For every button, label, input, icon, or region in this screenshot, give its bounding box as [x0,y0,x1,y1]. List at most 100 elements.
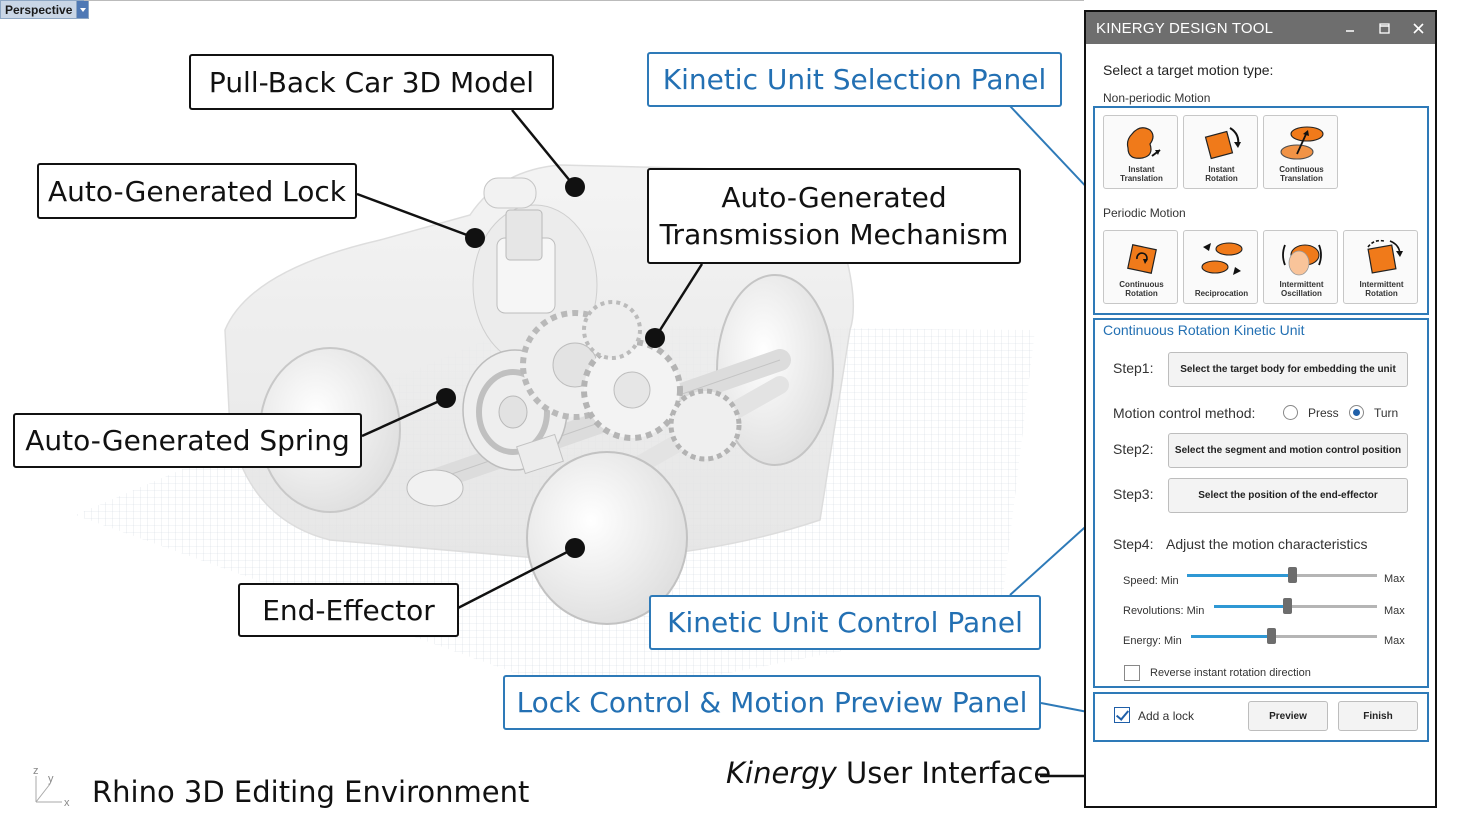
tile-reciprocation[interactable]: Reciprocation [1183,230,1258,304]
marker-lock [465,228,485,248]
intermittent-rotation-icon [1344,237,1419,281]
radio-press-label: Press [1308,406,1339,420]
callout-control-panel: Kinetic Unit Control Panel [649,595,1041,650]
revolutions-max-label: Max [1384,605,1405,617]
lock-knob [483,177,537,209]
tile-line2: Reciprocation [1194,289,1249,298]
axis-y-label: y [48,773,54,785]
axle-end-cap [406,469,464,507]
nonperiodic-label: Non-periodic Motion [1103,91,1211,105]
marker-transmission [645,328,665,348]
energy-slider-thumb[interactable] [1266,628,1276,644]
periodic-label: Periodic Motion [1103,206,1186,220]
window-titlebar[interactable]: KINERGY DESIGN TOOL [1086,12,1435,44]
tile-line1: Intermittent [1279,280,1324,289]
continuous-rotation-icon [1104,237,1179,281]
viewport-tab-label: Perspective [5,2,73,17]
callout-transmission-line1: Auto-Generated [721,181,947,214]
marker-spring [436,388,456,408]
tile-line1: Instant [1208,165,1235,174]
step4-label: Step4: [1113,536,1154,552]
kinergy-ui-caption-italic: Kinergy [726,756,837,790]
gear-top-small [582,300,642,360]
speed-min-label: Speed: Min [1123,575,1179,587]
tile-line1: Intermittent [1359,280,1404,289]
leader-spring [361,396,447,438]
rhino-environment-caption: Rhino 3D Editing Environment [92,775,530,809]
callout-selection-panel: Kinetic Unit Selection Panel [647,52,1062,107]
spring-core [498,395,528,429]
select-target-body-button[interactable]: Select the target body for embedding the… [1168,352,1408,387]
tile-line2: Rotation [1205,174,1238,183]
spring-coil [476,369,550,455]
callout-transmission: Auto-Generated Transmission Mechanism [647,168,1021,264]
axis-z-label: z [33,765,39,777]
viewport-top-border [84,0,1084,1]
axes-icon: z y x [33,765,70,809]
gear-small [668,388,742,462]
marker-pullback [565,177,585,197]
viewport-dropdown-icon[interactable] [76,1,89,18]
callout-transmission-line2: Transmission Mechanism [659,218,1009,251]
tile-line2: Rotation [1365,289,1398,298]
tile-line2: Translation [1120,174,1163,183]
add-lock-label: Add a lock [1138,709,1195,723]
finish-button[interactable]: Finish [1338,701,1418,731]
revolutions-slider[interactable] [1214,598,1377,614]
speed-slider[interactable] [1187,567,1377,583]
tile-line2: Oscillation [1281,289,1322,298]
leader-end-effector [457,546,576,610]
leader-lock [356,192,476,240]
callout-end-effector-text: End-Effector [262,593,435,627]
revolutions-slider-thumb[interactable] [1283,598,1293,614]
leader-pullback [511,109,576,188]
add-lock-checkbox[interactable] [1114,707,1130,723]
reciprocation-icon [1184,237,1259,281]
tile-line1: Continuous [1119,280,1164,289]
radio-turn[interactable] [1349,405,1364,420]
callout-lock-panel: Lock Control & Motion Preview Panel [503,675,1041,730]
preview-button[interactable]: Preview [1248,701,1328,731]
select-end-effector-button[interactable]: Select the position of the end-effector [1168,478,1408,513]
callout-lock: Auto-Generated Lock [37,163,357,219]
instant-rotation-icon [1184,122,1259,166]
gear-middle-hub [613,371,651,409]
step4-text: Adjust the motion characteristics [1166,536,1368,552]
kinergy-ui-caption-rest: User Interface [836,756,1052,790]
radio-turn-label: Turn [1374,406,1399,420]
tile-line1: Instant [1128,165,1155,174]
control-panel-title: Continuous Rotation Kinetic Unit [1103,322,1305,338]
window-title: KINERGY DESIGN TOOL [1096,19,1274,37]
energy-slider[interactable] [1191,628,1377,644]
callout-lock-panel-text: Lock Control & Motion Preview Panel [516,686,1028,719]
maximize-icon[interactable] [1367,12,1401,44]
tile-line1: Continuous [1279,165,1324,174]
mechanism-block [516,433,564,475]
callout-spring: Auto-Generated Spring [13,413,362,468]
kinergy-window: KINERGY DESIGN TOOL Select a target moti… [1084,10,1437,808]
speed-slider-thumb[interactable] [1287,567,1297,583]
step1-label: Step1: [1113,360,1154,376]
reverse-rotation-checkbox[interactable] [1124,665,1140,681]
control-panel-frame [1093,318,1429,688]
radio-press[interactable] [1283,405,1298,420]
callout-control-panel-text: Kinetic Unit Control Panel [667,606,1023,639]
close-icon[interactable] [1401,12,1435,44]
front-left-wheel [526,451,688,625]
viewport-tab[interactable]: Perspective [0,0,90,19]
callout-end-effector: End-Effector [238,583,459,637]
intermittent-oscillation-icon [1264,237,1339,281]
minimize-icon[interactable] [1333,12,1367,44]
select-segment-button[interactable]: Select the segment and motion control po… [1168,433,1408,468]
energy-max-label: Max [1384,635,1405,647]
tile-line2: Rotation [1125,289,1158,298]
callout-spring-text: Auto-Generated Spring [25,424,350,457]
speed-max-label: Max [1384,573,1405,585]
